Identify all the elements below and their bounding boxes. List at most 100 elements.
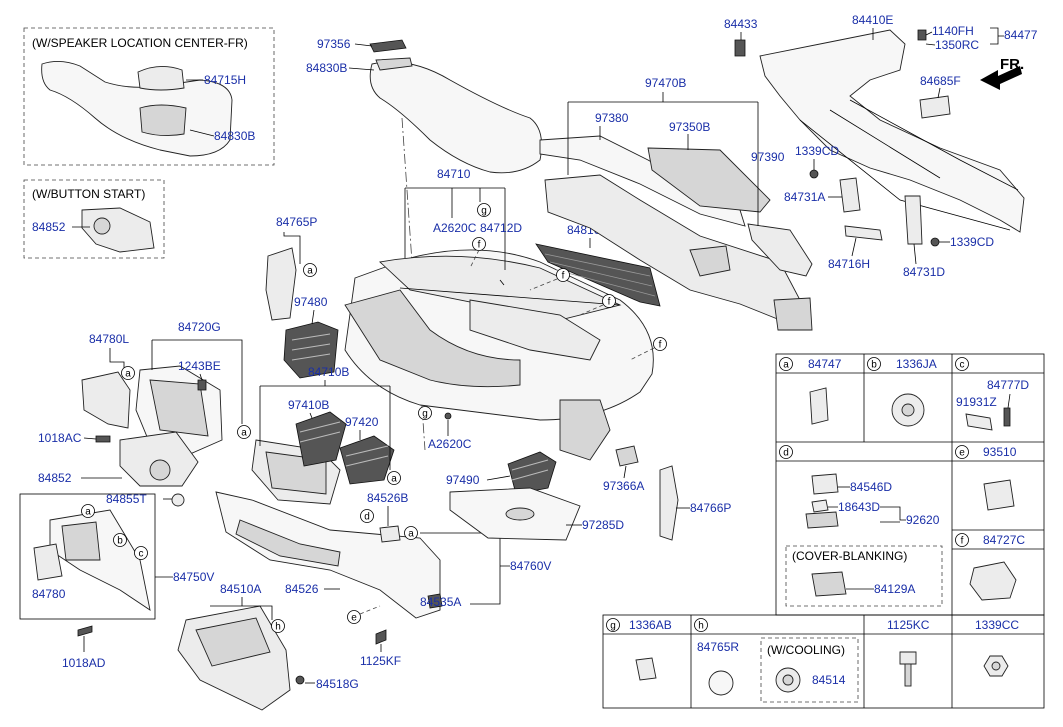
column-shroud-84852 bbox=[119, 431, 199, 487]
part-number: 97380 bbox=[595, 111, 629, 125]
defroster-grille-84810B bbox=[535, 243, 661, 307]
part-number: 84731A bbox=[784, 190, 825, 204]
cover-blanking-84129A bbox=[811, 571, 847, 597]
part-number: 1339CD bbox=[795, 144, 839, 158]
callout-letter: e bbox=[351, 613, 357, 624]
part-number: 84780L bbox=[89, 332, 129, 346]
legend-sub-title: (W/COOLING) bbox=[767, 643, 845, 657]
part-number: 97410B bbox=[288, 398, 329, 412]
legend-part: 1336AB bbox=[629, 618, 672, 632]
part-number: 84410E bbox=[852, 13, 893, 27]
group-lower-left: a b c 84780 84750V 1018AD bbox=[19, 493, 214, 670]
part-number: 84855T bbox=[106, 492, 147, 506]
legend-sub-title: (COVER-BLANKING) bbox=[792, 549, 907, 563]
vent-97410B bbox=[295, 411, 347, 467]
group-lower-center: 84526B d a 84760V 84526 84535A e 1125KF … bbox=[177, 491, 551, 711]
callout-letter: a bbox=[391, 474, 397, 485]
part-number: A2620C bbox=[433, 221, 477, 235]
inset-button-start: (W/BUTTON START) 84852 bbox=[23, 179, 165, 259]
part-number: 84477 bbox=[1004, 28, 1038, 42]
part-number: 97366A bbox=[603, 479, 644, 493]
callout-letter: f bbox=[562, 271, 565, 282]
vent-97420 bbox=[339, 435, 395, 485]
part-number: 1243BE bbox=[178, 359, 221, 373]
upper-garnish-84830B bbox=[369, 61, 543, 174]
callout-letter: f bbox=[478, 240, 481, 251]
group-right-lower: 97490 97285D 97366A 84766P bbox=[446, 445, 731, 541]
part-number: 97470B bbox=[645, 76, 686, 90]
legend-part: 84514 bbox=[812, 673, 846, 687]
bracket-84731A bbox=[839, 177, 861, 213]
part-number: 84518G bbox=[316, 677, 359, 691]
callout-letter: g bbox=[422, 409, 428, 420]
duct-97390 bbox=[747, 223, 813, 277]
bracket-91931Z bbox=[965, 413, 993, 431]
part-number: 84731D bbox=[903, 265, 945, 279]
legend-part: 84546D bbox=[850, 480, 892, 494]
group-main-dash: 84710 A2620C 84712D g f 84810B f f f A26… bbox=[344, 167, 667, 461]
switch-93510 bbox=[983, 479, 1015, 511]
group-crossmember: 84433 84410E 1140FH 84477 1350RC 84685F … bbox=[724, 13, 1038, 279]
part-number: 84780 bbox=[32, 587, 66, 601]
callout-letter: a bbox=[408, 529, 414, 540]
part-number: 84510A bbox=[220, 582, 261, 596]
callout-letter: a bbox=[307, 266, 313, 277]
crash-pad-structure bbox=[344, 289, 521, 388]
side-cover-84765P bbox=[265, 247, 297, 321]
part-number: 84535A bbox=[420, 595, 461, 609]
legend-part: 91931Z bbox=[956, 395, 997, 409]
callout-letter: b bbox=[117, 536, 123, 547]
bolt-84433 bbox=[734, 39, 746, 57]
callout-letter: c bbox=[139, 549, 144, 560]
crash-pad-side bbox=[559, 399, 611, 461]
side-cover-84766P bbox=[659, 465, 679, 541]
legend-letter: a bbox=[783, 360, 789, 371]
legend-letter: h bbox=[698, 621, 704, 632]
part-number: A2620C bbox=[428, 437, 472, 451]
button-start-garnish bbox=[81, 207, 155, 253]
cowl-crossbar-84410E bbox=[759, 29, 1025, 233]
legend-letter: c bbox=[960, 360, 965, 371]
part-number: 1018AC bbox=[38, 431, 82, 445]
callout-letter: d bbox=[364, 512, 370, 523]
callout-letter: a bbox=[85, 507, 91, 518]
part-number: 1018AD bbox=[62, 656, 106, 670]
part-number: 84710B bbox=[308, 365, 349, 379]
part-number: 97356 bbox=[317, 37, 351, 51]
part-number: 84526B bbox=[367, 491, 408, 505]
group-left-cluster: 84765P a 97480 84780L 84720G 1243BE a a … bbox=[38, 215, 339, 507]
part-number: 97480 bbox=[294, 295, 328, 309]
part-number: 84526 bbox=[285, 582, 319, 596]
legend-part: 84129A bbox=[874, 582, 915, 596]
bolt-1125KF bbox=[375, 629, 387, 645]
clip-84727C bbox=[969, 561, 1017, 601]
part-number: 97285D bbox=[582, 518, 624, 532]
callout-letter: f bbox=[608, 297, 611, 308]
legend-part: 18643D bbox=[838, 500, 880, 514]
legend-part: 84727C bbox=[983, 533, 1025, 547]
group-top-garnish: 97356 84830B bbox=[306, 37, 543, 451]
legend-letter: e bbox=[959, 448, 965, 459]
legend-part: 1336JA bbox=[896, 357, 937, 371]
legend-letter: g bbox=[610, 621, 616, 632]
part-number: 97490 bbox=[446, 473, 480, 487]
part-number: 84716H bbox=[828, 257, 870, 271]
part-number: 84830B bbox=[306, 61, 347, 75]
inset-speaker-center: (W/SPEAKER LOCATION CENTER-FR) 84715H 84… bbox=[23, 27, 275, 166]
legend-part: 1125KC bbox=[887, 618, 930, 632]
legend-part: 84747 bbox=[808, 357, 842, 371]
legend-part: 92620 bbox=[906, 513, 940, 527]
part-number: 97390 bbox=[751, 150, 785, 164]
inset-button-title: (W/BUTTON START) bbox=[32, 187, 145, 201]
part-number: 84830B bbox=[214, 129, 255, 143]
front-arrow-icon bbox=[980, 66, 1022, 90]
part-number: 84852 bbox=[32, 220, 66, 234]
vent-97480 bbox=[283, 321, 339, 379]
legend-table: a 84747 b 1336JA c 84777D 91931Z d 84546… bbox=[602, 353, 1045, 709]
callout-letter: a bbox=[241, 428, 247, 439]
duct-97350B bbox=[647, 147, 771, 213]
legend-part: 84765R bbox=[697, 640, 739, 654]
part-number: 84852 bbox=[38, 471, 72, 485]
nut-1336AB bbox=[635, 657, 657, 681]
bracket-84716H bbox=[844, 225, 883, 241]
